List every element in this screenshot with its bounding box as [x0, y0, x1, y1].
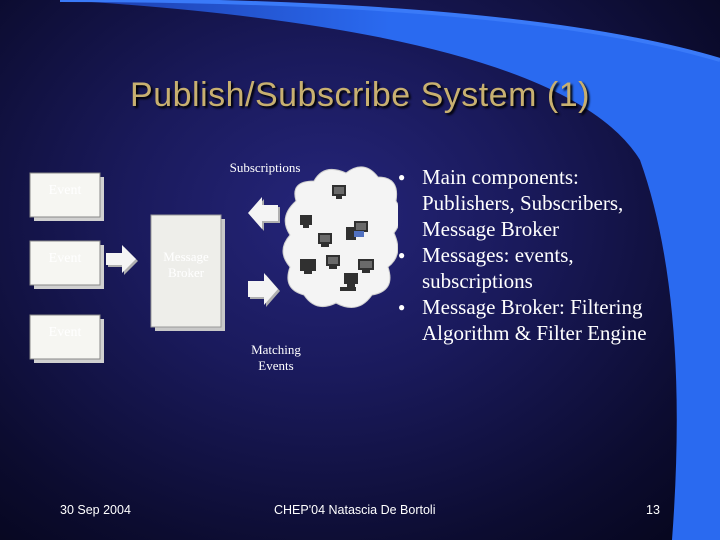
bullet-marker: ● [398, 242, 405, 268]
bullet-line: Message Broker: Filtering [422, 294, 698, 320]
subscriber-cloud [283, 167, 398, 308]
matching-label-line2: Events [236, 358, 316, 374]
bullet-item: ● Messages: events, subscriptions [398, 242, 698, 294]
subscriptions-label: Subscriptions [210, 160, 320, 176]
slide-title: Publish/Subscribe System (1) [0, 76, 720, 115]
bullet-marker: ● [398, 294, 405, 320]
matching-events-label: Matching Events [236, 342, 316, 374]
broker-label: Message Broker [151, 249, 221, 281]
footer-date: 30 Sep 2004 [60, 503, 131, 517]
subscriptions-arrow [248, 197, 280, 231]
broker-label-line1: Message [151, 249, 221, 265]
bullet-marker: ● [398, 164, 405, 190]
event-label-1: Event [28, 183, 102, 199]
pubsub-diagram: Subscriptions Event Event Event Message … [28, 155, 398, 385]
bullet-line: Messages: events, [422, 242, 698, 268]
bullet-line: Message Broker [422, 216, 698, 242]
event-label-2: Event [28, 251, 102, 267]
matching-events-arrow [248, 273, 280, 307]
event-label-3: Event [28, 325, 102, 341]
bullet-line: Algorithm & Filter Engine [422, 320, 698, 346]
footer-author: CHEP'04 Natascia De Bortoli [274, 503, 435, 517]
footer-page-number: 13 [646, 503, 660, 517]
matching-label-line1: Matching [236, 342, 316, 358]
bullet-line: Publishers, Subscribers, [422, 190, 698, 216]
event-to-broker-arrow [106, 245, 138, 275]
broker-label-line2: Broker [151, 265, 221, 281]
bullet-list: ● Main components: Publishers, Subscribe… [398, 164, 698, 346]
bullet-line: Main components: [422, 164, 698, 190]
bullet-item: ● Main components: Publishers, Subscribe… [398, 164, 698, 242]
bullet-item: ● Message Broker: Filtering Algorithm & … [398, 294, 698, 346]
bullet-line: subscriptions [422, 268, 698, 294]
